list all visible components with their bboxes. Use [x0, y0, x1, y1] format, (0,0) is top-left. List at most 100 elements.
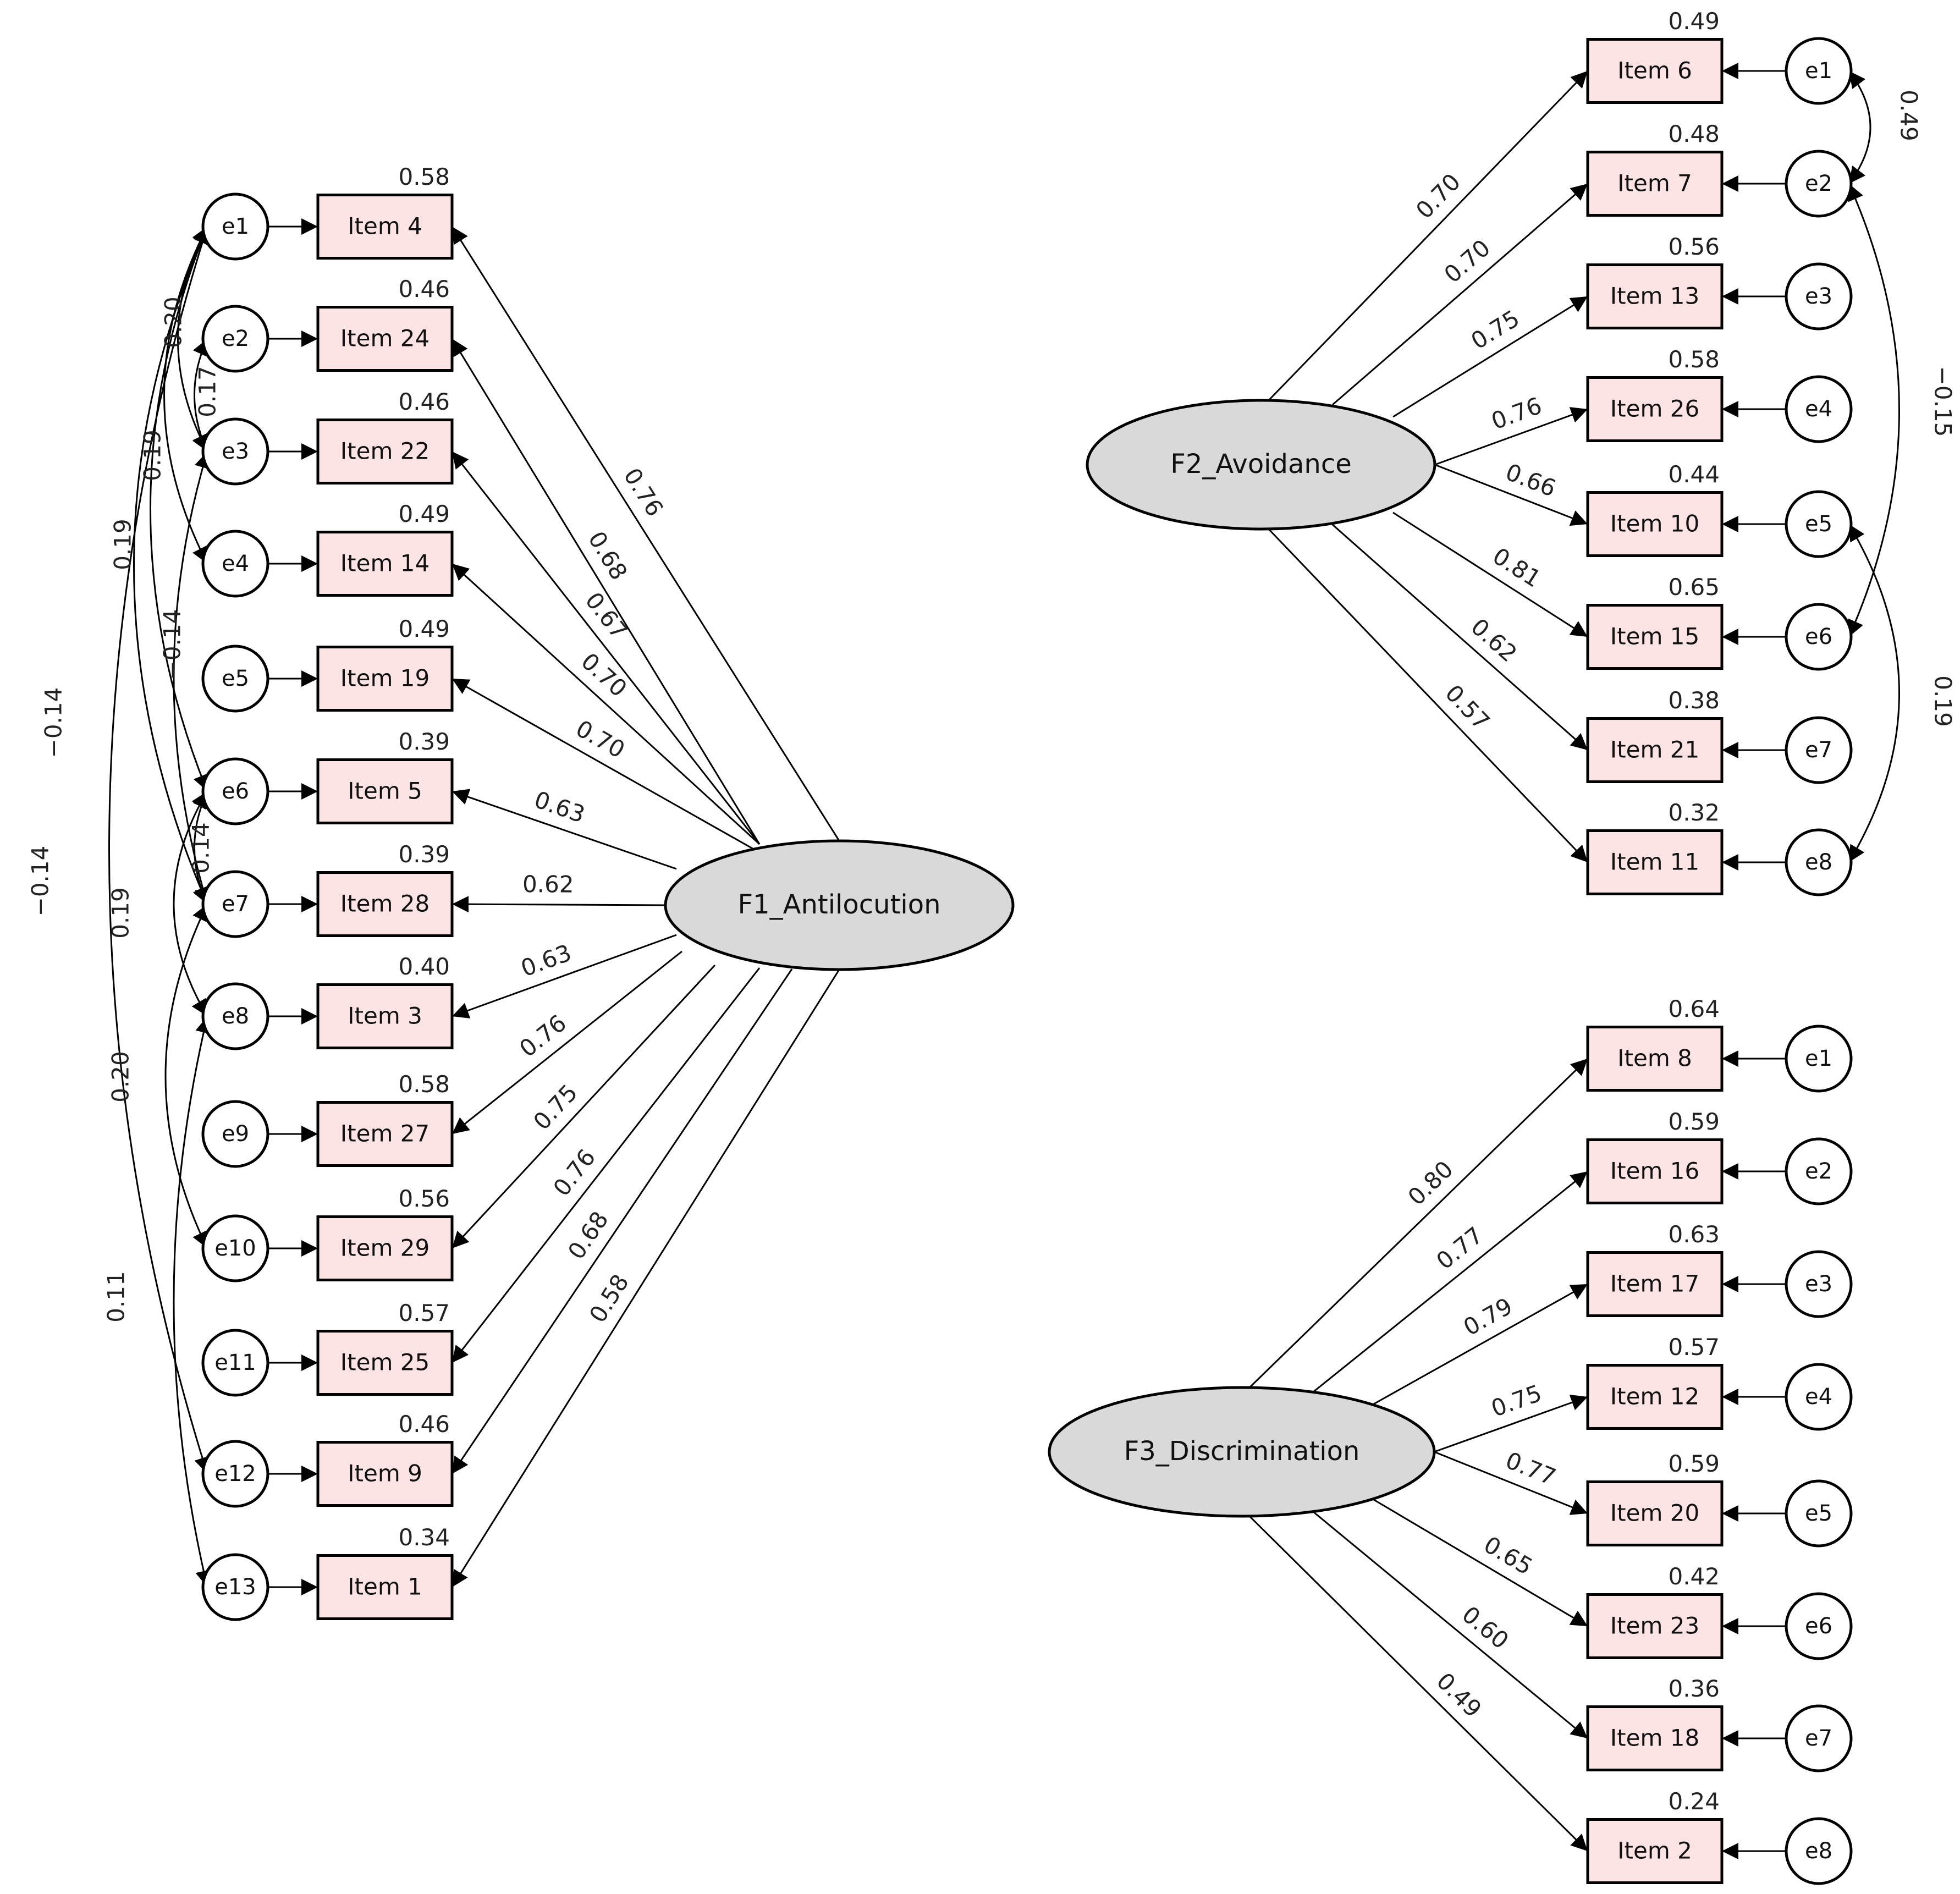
- f2-avoidance-item-label: Item 26: [1610, 395, 1699, 422]
- f3-discrimination-loading-path: [1313, 1170, 1588, 1393]
- f3-discrimination-error-circle: [1785, 1363, 1853, 1431]
- f1-antilocution-covariance-label: 0.17: [194, 366, 221, 417]
- f2-avoidance-error-circle: [1785, 262, 1853, 331]
- f1-antilocution-loading-path: [452, 896, 666, 913]
- f2-avoidance-loading-path: [1265, 70, 1589, 404]
- f2-avoidance-item-label: Item 15: [1610, 623, 1699, 650]
- f1-antilocution-r2-label: 0.39: [398, 728, 450, 755]
- f3-discrimination-item-box: [1586, 1364, 1724, 1430]
- f2-avoidance-loading-label: 0.75: [1466, 305, 1524, 355]
- f1-antilocution-covariance-path: [150, 226, 209, 792]
- f1-antilocution-covariance-path: [164, 904, 208, 1249]
- f1-antilocution-loading-label: 0.58: [584, 1269, 634, 1327]
- f1-antilocution-item-box: [316, 1441, 454, 1507]
- f2-avoidance-loading-label: 0.70: [1411, 168, 1466, 224]
- f1-antilocution-error-circle: [201, 1100, 269, 1168]
- f3-discrimination-error-label: e5: [1805, 1501, 1832, 1526]
- f1-antilocution-loading-path: [451, 964, 716, 1249]
- f1-antilocution-loading-path: [451, 226, 840, 841]
- f3-discrimination-r2-label: 0.63: [1668, 1221, 1720, 1248]
- factor-f3-discrimination-ellipse: [1048, 1386, 1436, 1518]
- f1-antilocution-covariance-path: [133, 226, 208, 905]
- f2-avoidance-error-label: e5: [1805, 511, 1832, 537]
- f3-discrimination-error-circle: [1785, 1704, 1853, 1772]
- f3-discrimination-error-label: e4: [1805, 1384, 1832, 1410]
- f3-discrimination-loading-label: 0.77: [1431, 1221, 1488, 1275]
- f2-avoidance-error-label: e2: [1805, 171, 1832, 196]
- f1-antilocution-item-box: [316, 646, 454, 712]
- f1-antilocution-error-circle: [201, 870, 269, 938]
- f1-antilocution-error-label: e12: [214, 1461, 256, 1486]
- f3-discrimination-item-label: Item 12: [1610, 1383, 1699, 1410]
- f3-discrimination-loading-label: 0.65: [1479, 1531, 1537, 1581]
- f1-antilocution-error-label: e3: [222, 439, 249, 464]
- f1-antilocution-loading-path: [451, 969, 840, 1588]
- f1-antilocution-loading-path: [451, 451, 761, 845]
- f1-antilocution-item-label: Item 28: [340, 890, 430, 917]
- f1-antilocution-loading-path: [452, 934, 677, 1018]
- f2-avoidance-loading-path: [1392, 511, 1588, 638]
- f3-discrimination-error-label: e7: [1805, 1726, 1832, 1751]
- f1-antilocution-covariance-path: [108, 226, 211, 1474]
- f2-avoidance-item-box: [1586, 376, 1724, 442]
- f1-antilocution-error-circle: [201, 645, 269, 713]
- f1-antilocution-error-label: e8: [222, 1004, 249, 1029]
- f1-antilocution-covariance-label: 0.20: [107, 1051, 134, 1103]
- f3-discrimination-item-box: [1586, 1026, 1724, 1092]
- f3-discrimination-error-label: e3: [1805, 1271, 1832, 1297]
- factor-f3-discrimination-label: F3_Discrimination: [1124, 1436, 1360, 1467]
- f1-antilocution-item-box: [316, 194, 454, 260]
- f1-antilocution-loading-label: 0.70: [571, 715, 630, 764]
- f2-avoidance-item-box: [1586, 717, 1724, 783]
- f1-antilocution-loading-path: [452, 678, 760, 854]
- f1-antilocution-item-box: [316, 306, 454, 372]
- f3-discrimination-loading-path: [1434, 1451, 1588, 1515]
- f2-avoidance-error-circle: [1785, 37, 1853, 105]
- f1-antilocution-loading-label: 0.70: [576, 648, 632, 702]
- f1-antilocution-error-label: e10: [214, 1236, 256, 1261]
- f1-antilocution-error-label: e1: [222, 214, 249, 239]
- f2-avoidance-error-label: e7: [1805, 737, 1832, 763]
- f1-antilocution-item-box: [316, 871, 454, 937]
- f2-avoidance-item-label: Item 7: [1617, 170, 1692, 197]
- f1-antilocution-error-circle: [201, 982, 269, 1050]
- f3-discrimination-loading-label: 0.60: [1457, 1601, 1513, 1654]
- f2-avoidance-loading-path: [1434, 464, 1588, 526]
- f1-antilocution-covariance-label: 0.19: [109, 519, 136, 570]
- f2-avoidance-loading-label: 0.81: [1488, 542, 1546, 593]
- f3-discrimination-item-label: Item 16: [1610, 1158, 1699, 1185]
- f3-discrimination-loading-path: [1373, 1283, 1588, 1405]
- f3-discrimination-loading-path: [1246, 1513, 1589, 1852]
- f1-antilocution-item-label: Item 29: [340, 1235, 430, 1262]
- f1-antilocution-item-box: [316, 1330, 454, 1396]
- f3-discrimination-loading-label: 0.49: [1432, 1667, 1487, 1723]
- f1-antilocution-item-box: [316, 419, 454, 484]
- f2-avoidance-covariance-path: [1848, 183, 1900, 637]
- f1-antilocution-covariance-label: 0.14: [188, 822, 214, 874]
- f3-discrimination-item-box: [1586, 1818, 1724, 1884]
- f1-antilocution-error-circle: [201, 530, 269, 598]
- f1-antilocution-covariance-path: [173, 791, 208, 1017]
- f2-avoidance-error-circle: [1785, 375, 1853, 443]
- f1-antilocution-loading-label: 0.75: [528, 1079, 583, 1135]
- f2-avoidance-error-circle: [1785, 828, 1853, 896]
- f1-antilocution-item-label: Item 22: [340, 438, 430, 465]
- f1-antilocution-error-circle: [201, 417, 269, 486]
- f1-antilocution-covariance-path: [163, 226, 208, 564]
- f3-discrimination-error-circle: [1785, 1250, 1853, 1318]
- f3-discrimination-error-label: e1: [1805, 1046, 1832, 1071]
- f2-avoidance-loading-path: [1434, 407, 1588, 466]
- f2-avoidance-loading-label: 0.66: [1502, 458, 1560, 502]
- f3-discrimination-item-label: Item 8: [1617, 1045, 1692, 1072]
- f2-avoidance-error-label: e6: [1805, 624, 1832, 649]
- f1-antilocution-r2-label: 0.46: [398, 1411, 450, 1438]
- f1-antilocution-covariance-path: [173, 451, 211, 905]
- f3-discrimination-r2-label: 0.59: [1668, 1108, 1720, 1135]
- f3-discrimination-item-box: [1586, 1593, 1724, 1659]
- f1-antilocution-loading-path: [452, 950, 682, 1135]
- f3-discrimination-r2-label: 0.57: [1668, 1334, 1720, 1361]
- f2-avoidance-r2-label: 0.49: [1668, 8, 1720, 35]
- f1-antilocution-covariance-label: −0.14: [27, 846, 54, 917]
- f3-discrimination-loading-path: [1313, 1511, 1588, 1739]
- f1-antilocution-loading-label: 0.76: [514, 1009, 571, 1062]
